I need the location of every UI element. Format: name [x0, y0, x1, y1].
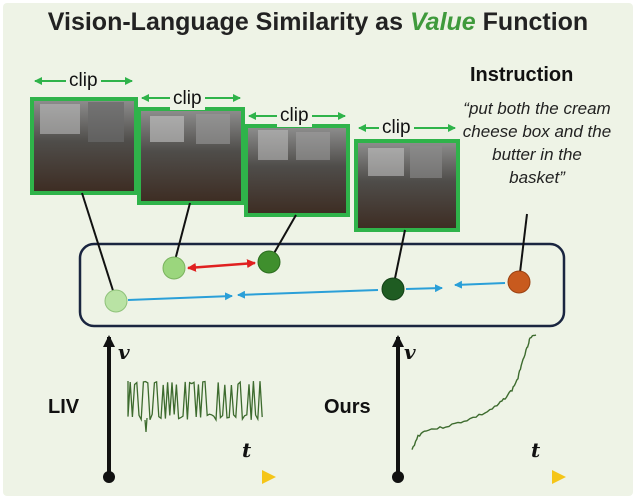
clip-label-3: clip: [277, 105, 312, 127]
liv-origin-dot: [103, 471, 115, 483]
embedding-point-4: [381, 277, 405, 301]
connector-1: [81, 192, 117, 301]
embedding-point-1: [104, 289, 128, 313]
embedding-point-3: [257, 250, 281, 274]
ours-x-axis-arrowhead: [552, 470, 566, 484]
trajectory-arrow-2: [237, 289, 379, 299]
ours-origin-dot: [392, 471, 404, 483]
title-highlight: Value: [409, 8, 476, 36]
liv-value-curve: [127, 380, 263, 433]
liv-y-axis-label: v: [118, 340, 130, 364]
clip-frame-3: [244, 124, 350, 217]
trajectory-arrow-1: [127, 292, 233, 301]
embedding-point-2: [162, 256, 186, 280]
connector-instruction: [518, 213, 528, 282]
figure-title: Vision-Language Similarity as Value Func…: [0, 8, 636, 37]
instruction-embedding-point: [507, 270, 531, 294]
embedding-space-box: [78, 242, 566, 328]
ours-label: Ours: [324, 396, 371, 418]
clip-frame-1: [30, 97, 138, 195]
liv-x-axis-arrowhead: [262, 470, 276, 484]
instruction-heading: Instruction: [470, 64, 574, 86]
clip-label-4: clip: [379, 117, 414, 139]
clip-frame-2: [137, 107, 245, 205]
trajectory-arrow-4: [454, 280, 506, 289]
instruction-text: “put both the cream cheese box and the b…: [462, 99, 612, 187]
similarity-arrow: [187, 259, 256, 272]
trajectory-arrow-3: [405, 284, 443, 293]
title-prefix: Vision-Language Similarity as: [47, 8, 410, 36]
ours-y-axis-label: v: [404, 340, 416, 364]
clip-frame-4: [354, 139, 460, 232]
liv-label: LIV: [48, 396, 80, 418]
ours-value-curve: [411, 334, 537, 450]
liv-x-axis-label: t: [242, 438, 252, 462]
clip-label-2: clip: [170, 88, 205, 110]
clip-label-1: clip: [66, 70, 101, 92]
title-suffix: Function: [475, 8, 589, 36]
ours-x-axis-label: t: [531, 438, 541, 462]
